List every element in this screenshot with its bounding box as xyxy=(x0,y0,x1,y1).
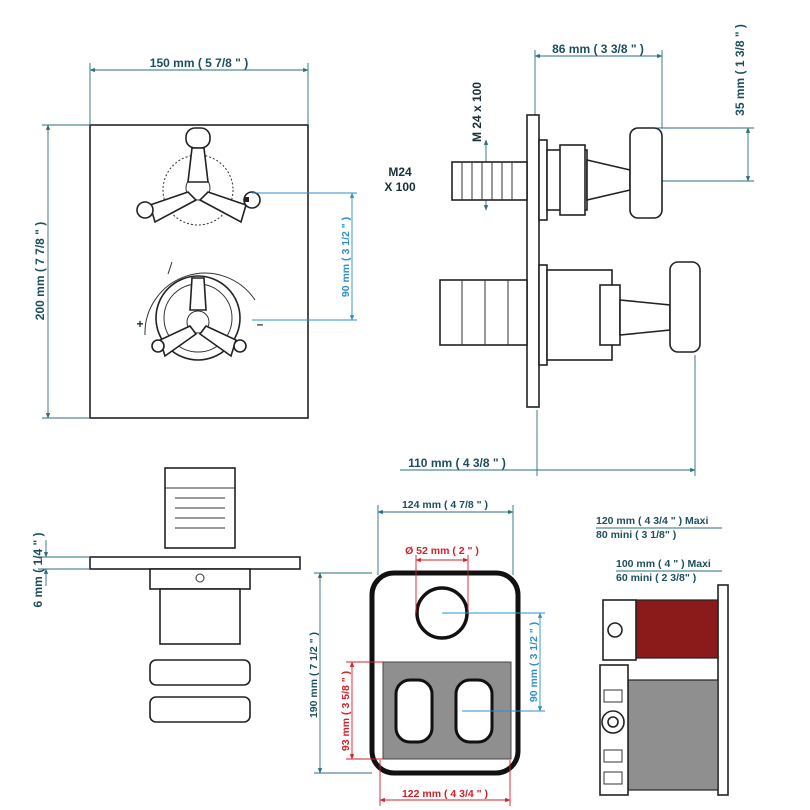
outer-max-label: 120 mm ( 4 3/4 " ) Maxi xyxy=(596,515,708,527)
top-handle xyxy=(136,127,261,226)
side-depth-label: 86 mm ( 3 3/8 " ) xyxy=(552,42,644,56)
bottom-view: 6 mm ( 1/4 " ) xyxy=(31,467,301,723)
upper-cartridge xyxy=(451,127,663,219)
plate-thickness-label: 6 mm ( 1/4 " ) xyxy=(31,532,45,607)
cutout-height-label: 190 mm ( 7 1/2 " ) xyxy=(308,632,320,718)
front-height-label: 200 mm ( 7 7/8 " ) xyxy=(33,222,47,320)
inner-mini-label: 60 mini ( 2 3/8" ) xyxy=(616,572,696,584)
minus-sign: – xyxy=(257,317,264,331)
side-view: 86 mm ( 3 3/8 " ) 35 mm ( 1 3/8 " ) M 24… xyxy=(384,24,754,476)
box-view: 120 mm ( 4 3/4 " ) Maxi 80 mini ( 3 1/8"… xyxy=(596,515,729,796)
inner-height-label: 93 mm ( 3 5/8 " ) xyxy=(340,671,352,751)
cutout-width-label: 124 mm ( 4 7/8 " ) xyxy=(402,499,488,511)
outer-mini-label: 80 mini ( 3 1/8" ) xyxy=(596,529,676,541)
handle-dimension-label: 35 mm ( 1 3/8 " ) xyxy=(733,24,747,116)
plus-sign: + xyxy=(136,317,143,331)
box-grey-section xyxy=(627,679,719,791)
hole-diameter-label: Ø 52 mm ( 2 " ) xyxy=(405,545,479,557)
inner-width-label: 122 mm ( 4 3/4 " ) xyxy=(402,788,488,800)
front-width-label: 150 mm ( 5 7/8 " ) xyxy=(150,56,248,70)
total-depth-label: 110 mm ( 4 3/8 " ) xyxy=(408,456,506,470)
m24-label-line1: M24 xyxy=(388,165,412,179)
front-spacing-label: 90 mm ( 3 1/2 " ) xyxy=(340,217,352,297)
side-plate xyxy=(526,114,540,408)
front-view: 150 mm ( 5 7/8 " ) 200 mm ( 7 7/8 " ) 90… xyxy=(33,56,357,419)
bottom-handle xyxy=(144,261,256,361)
cutout-spacing-label: 90 mm ( 3 1/2 " ) xyxy=(528,622,540,702)
front-plate xyxy=(89,124,309,419)
cutout-view: 124 mm ( 4 7/8 " ) Ø 52 mm ( 2 " ) 190 m… xyxy=(308,499,545,806)
box-red-section xyxy=(635,599,719,659)
lower-cartridge xyxy=(439,261,701,361)
m24-label-line2: X 100 xyxy=(384,180,416,194)
inner-max-label: 100 mm ( 4 " ) Maxi xyxy=(616,558,711,570)
bottom-plate xyxy=(89,556,301,570)
thread-label: M 24 x 100 xyxy=(470,82,484,142)
box-wall-plate xyxy=(717,584,729,796)
